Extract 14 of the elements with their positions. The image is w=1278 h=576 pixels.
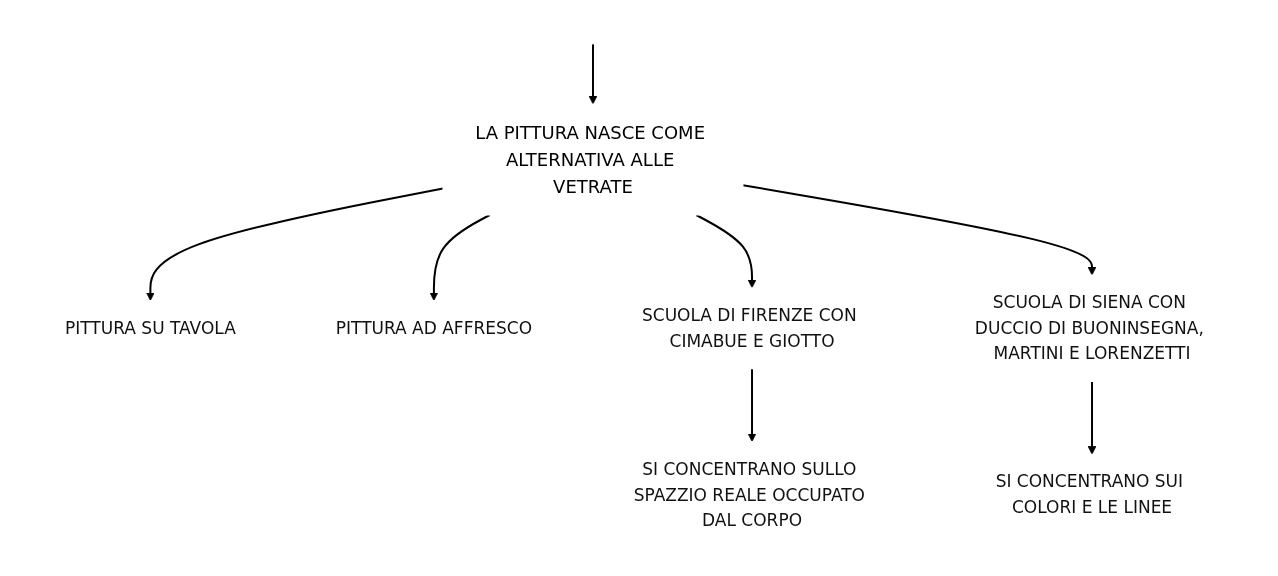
arrow <box>430 213 492 301</box>
arrow <box>695 213 757 288</box>
arrow <box>146 187 445 301</box>
node-text: SCUOLA DI SIENA CON DUCCIO DI BUONINSEGNA, MARTINI E LORENZETTI <box>975 291 1205 363</box>
node-text: SI CONCENTRANO SULLO SPAZZIO REALE OCCUPATO DAL CORPO <box>634 458 866 529</box>
arrow <box>748 367 757 442</box>
arrow <box>742 183 1097 275</box>
arrow <box>1088 380 1097 455</box>
node-text: SI CONCENTRANO SUI COLORI E LE LINEE <box>996 470 1184 517</box>
arrow <box>589 42 598 104</box>
node-text: LA PITTURA NASCE COME ALTERNATIVA ALLE VETRATE <box>475 121 706 197</box>
node-text: PITTURA SU TAVOLA <box>65 317 237 337</box>
node-text: SCUOLA DI FIRENZE CON CIMABUE E GIOTTO <box>642 304 858 350</box>
node-text: PITTURA AD AFFRESCO <box>336 317 533 337</box>
